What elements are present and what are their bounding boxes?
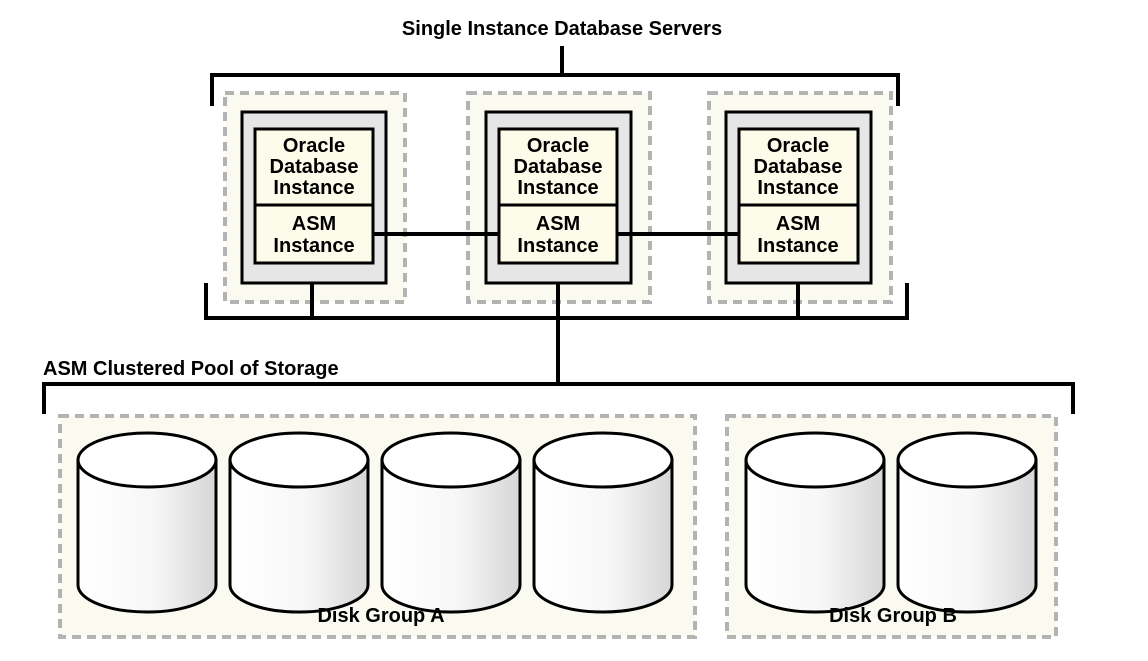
db-instance-label-line2: Database [514,156,603,178]
db-instance-label-line3: Instance [757,177,838,199]
db-instance-label-line1: Oracle [527,135,589,157]
asm-instance-label-line1: ASM [292,213,336,235]
asm-instance-label-line1: ASM [536,213,580,235]
storage-bracket [42,382,1075,414]
disk-cylinder [76,431,218,614]
disk-cylinder [744,431,886,614]
servers-bracket [210,46,900,106]
asm-instance-label-line2: Instance [757,235,838,257]
db-instance-label-line1: Oracle [767,135,829,157]
disk-group-a-label: Disk Group A [317,605,444,627]
storage-connection [204,283,909,384]
disks [76,431,1038,614]
server-3: Oracle Database Instance ASM Instance [724,110,873,285]
disk-cylinder [380,431,522,614]
storage-pool-label: ASM Clustered Pool of Storage [43,358,339,380]
db-instance-box [497,127,619,207]
server-2: Oracle Database Instance ASM Instance [484,110,633,285]
db-instance-box [253,127,375,207]
disk-cylinder [896,431,1038,614]
disk-cylinder [532,431,674,614]
disk-group-b-label: Disk Group B [829,605,957,627]
disk-cylinder [228,431,370,614]
db-instance-label-line3: Instance [517,177,598,199]
asm-instance-box [737,203,860,265]
db-instance-label-line3: Instance [273,177,354,199]
asm-instance-label-line2: Instance [517,235,598,257]
db-instance-label-line1: Oracle [283,135,345,157]
db-instance-label-line2: Database [270,156,359,178]
server-1: Oracle Database Instance ASM Instance [240,110,388,285]
db-instance-box [737,127,860,207]
servers-title: Single Instance Database Servers [402,18,722,40]
asm-instance-label-line1: ASM [776,213,820,235]
asm-instance-label-line2: Instance [273,235,354,257]
db-instance-label-line2: Database [754,156,843,178]
